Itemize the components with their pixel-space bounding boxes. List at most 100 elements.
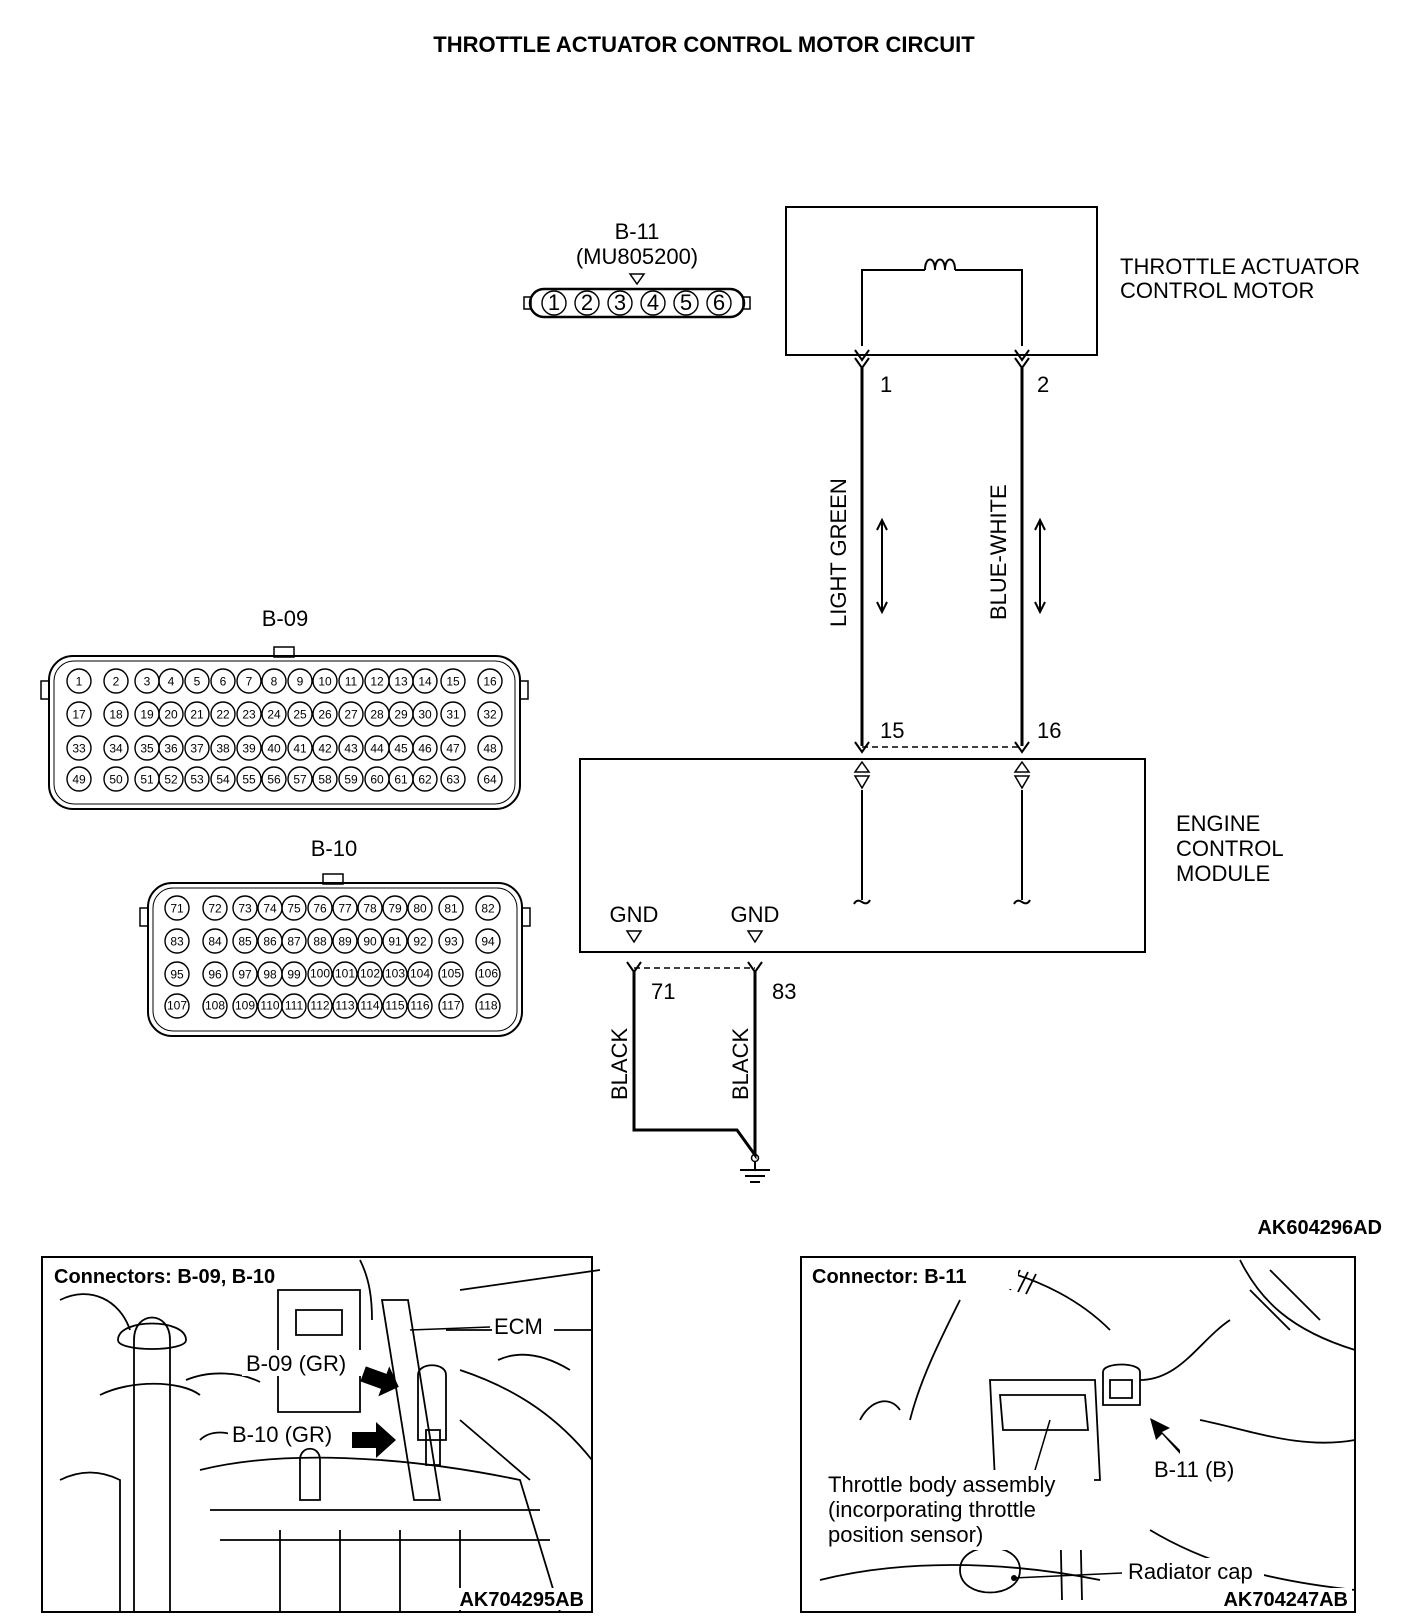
b09-pin-circle [477, 735, 503, 761]
b09-pin: 41 [293, 742, 307, 756]
b09-pin-circle [66, 735, 92, 761]
b10-pin-circle [232, 993, 258, 1019]
b10-pin-circle [332, 928, 358, 954]
b10-pin: 117 [441, 999, 460, 1013]
ecm-pin15-terminal-icon [854, 741, 870, 754]
b10-pin: 97 [238, 968, 252, 982]
b09-pin: 34 [109, 742, 123, 756]
b09-pin: 14 [418, 675, 432, 689]
b09-pin-circle [287, 668, 313, 694]
b10-pin-circle [281, 961, 307, 987]
motor-pin1-terminal-icon [854, 349, 870, 370]
b10-pin-circle [202, 961, 228, 987]
b09-pin-circle [103, 766, 129, 792]
photo-right-frame [800, 1256, 1356, 1613]
b09-pointer-arrow-icon [360, 1366, 399, 1397]
connector-b10-name: B-10 [311, 836, 357, 861]
connector-b09-name: B-09 [262, 606, 308, 631]
b09-pin-circle [477, 701, 503, 727]
ecm-internal-end-16-icon [1013, 899, 1031, 905]
b10-pin: 73 [238, 902, 252, 916]
b10-pin-circle [281, 928, 307, 954]
b10-pin: 118 [478, 999, 497, 1013]
b09-pin-circle [440, 735, 466, 761]
b09-pin: 50 [109, 773, 123, 787]
b09-right-latch [519, 680, 529, 700]
ground-wire-path [632, 970, 757, 1160]
b09-pin-circle [236, 701, 262, 727]
b10-pin-circle [475, 961, 501, 987]
motor-wire-right [955, 269, 1023, 346]
b10-pin: 93 [444, 935, 458, 949]
b09-pin: 36 [164, 742, 178, 756]
b09-pin-circle [412, 766, 438, 792]
ecm-box [579, 758, 1146, 953]
b09-pin: 48 [483, 742, 497, 756]
b09-pin: 47 [446, 742, 460, 756]
b11-left-tab [523, 296, 532, 310]
signal-wires: LIGHT GREEN BLUE-WHITE 15 16 [826, 368, 1061, 754]
ecm-leader-line [409, 1326, 491, 1331]
b09-pin: 25 [293, 708, 307, 722]
b10-pin: 83 [170, 935, 184, 949]
b10-pin-circle [357, 895, 383, 921]
ground-wires: 71 83 BLACK BLACK [607, 961, 796, 1183]
b09-pin: 8 [271, 675, 278, 689]
b09-pin-circle [236, 735, 262, 761]
b09-pin-circle [412, 668, 438, 694]
b09-pin-circle [210, 766, 236, 792]
motor-box [785, 206, 1098, 356]
ecm-input-15-icon [853, 760, 871, 790]
b09-pin-circle [158, 735, 184, 761]
ecm-input-16-icon [1013, 760, 1031, 790]
b09-pin-circle [261, 766, 287, 792]
b10-housing-outer [147, 882, 523, 1037]
b10-pin-circle [202, 993, 228, 1019]
b10-pin-circle [232, 961, 258, 987]
b10-pin: 100 [310, 967, 330, 981]
photo-left-frame [41, 1256, 593, 1613]
b09-pin-circle [312, 668, 338, 694]
b10-pin-circle [164, 928, 190, 954]
motor-pin2-terminal-icon [1014, 349, 1030, 370]
ground-pin-83: 83 [772, 979, 796, 1004]
ecm-gnd-a-icon [625, 930, 643, 944]
b10-pin: 116 [410, 999, 429, 1013]
b09-pin: 33 [72, 742, 86, 756]
b09-pin: 59 [344, 773, 358, 787]
b11-pin-circle [541, 290, 567, 316]
b10-pin: 79 [388, 902, 402, 916]
motor-pin-2: 2 [1037, 372, 1049, 397]
photo-left-b10-label: B-10 (GR) [232, 1422, 332, 1447]
b11-pin-circle [607, 290, 633, 316]
b10-pin-circle [164, 961, 190, 987]
b09-pin-circle [210, 701, 236, 727]
b09-pin: 40 [267, 742, 281, 756]
b09-pin: 6 [220, 675, 227, 689]
b11-housing [528, 287, 746, 319]
b10-pin-circle [357, 928, 383, 954]
b10-pin: 88 [313, 935, 327, 949]
photo-right-code: AK704247AB [1223, 1589, 1348, 1611]
b10-pin-circle [407, 895, 433, 921]
b10-pin-circle [438, 961, 464, 987]
b09-pin: 9 [297, 675, 304, 689]
b09-pin: 39 [242, 742, 256, 756]
b09-pin: 20 [164, 708, 178, 722]
b10-pin: 115 [385, 999, 404, 1013]
b10-pin: 91 [388, 935, 402, 949]
b10-pin-circle [232, 895, 258, 921]
b09-pin: 37 [190, 742, 204, 756]
b10-pin-circle [357, 961, 383, 987]
b09-pin-circle [338, 735, 364, 761]
b10-pin: 98 [263, 968, 277, 982]
b10-pin-circle [382, 961, 408, 987]
b10-pin: 105 [441, 967, 461, 981]
b09-pin-circle [184, 735, 210, 761]
b09-pin: 63 [446, 773, 460, 787]
b09-pin: 29 [394, 708, 408, 722]
b10-pin-circle [281, 895, 307, 921]
b09-pin-circle [287, 735, 313, 761]
